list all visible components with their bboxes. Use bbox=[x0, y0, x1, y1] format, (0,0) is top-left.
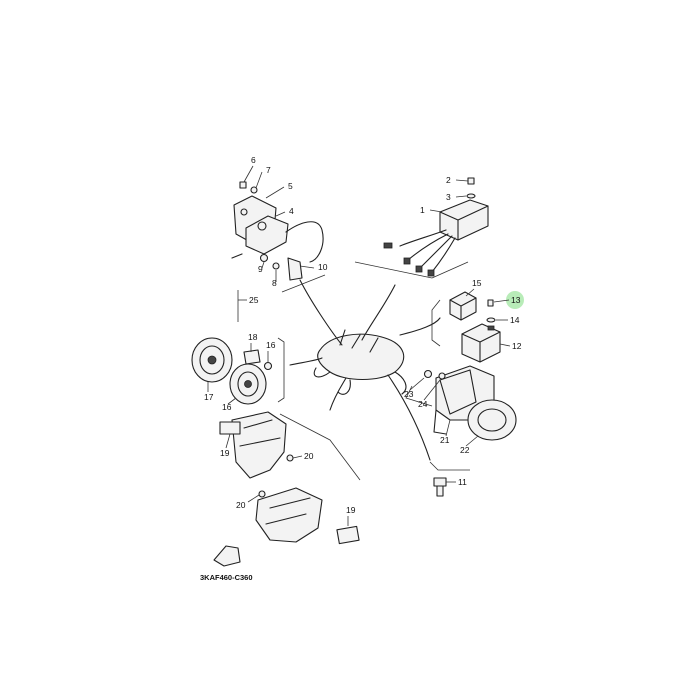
leader-line bbox=[465, 288, 475, 297]
cdi-unit bbox=[383, 177, 489, 277]
leader-line bbox=[265, 186, 285, 199]
relay-units bbox=[449, 291, 501, 363]
leader-line bbox=[429, 209, 443, 213]
leader-line bbox=[292, 455, 303, 459]
part-callout-8: 8 bbox=[272, 278, 277, 288]
part-callout-3: 3 bbox=[446, 192, 451, 202]
part-callout-1: 1 bbox=[420, 205, 425, 215]
part-callout-19: 19 bbox=[346, 505, 356, 515]
part-callout-14: 14 bbox=[510, 315, 520, 325]
bolt-part bbox=[433, 477, 447, 497]
part-callout-20: 20 bbox=[304, 451, 314, 461]
part-callout-24: 24 bbox=[418, 399, 428, 409]
group-bracket bbox=[431, 299, 441, 347]
leader-line bbox=[493, 299, 510, 303]
group-bracket bbox=[429, 461, 470, 471]
part-callout-20: 20 bbox=[236, 500, 246, 510]
part-callout-16: 16 bbox=[266, 340, 276, 350]
part-callout-16: 16 bbox=[222, 402, 232, 412]
diagram-code: 3KAF460-C360 bbox=[200, 573, 253, 582]
leader-line bbox=[227, 397, 237, 405]
part-callout-4: 4 bbox=[289, 206, 294, 216]
part-callout-9: 9 bbox=[258, 264, 263, 274]
bracket-plate bbox=[213, 411, 360, 567]
group-bracket bbox=[281, 274, 326, 293]
leader-line bbox=[247, 494, 260, 503]
leader-line bbox=[409, 377, 425, 391]
callout-highlight bbox=[506, 291, 524, 309]
wire-harness bbox=[289, 279, 441, 461]
leader-line bbox=[455, 195, 467, 198]
leader-line bbox=[499, 343, 511, 347]
part-callout-25: 25 bbox=[249, 295, 259, 305]
part-callout-17: 17 bbox=[204, 392, 214, 402]
leader-line bbox=[261, 261, 265, 269]
leader-line bbox=[423, 379, 441, 401]
part-callout-13: 13 bbox=[511, 295, 521, 305]
leader-line bbox=[465, 435, 479, 447]
part-callout-19: 19 bbox=[220, 448, 230, 458]
leader-line bbox=[445, 419, 451, 437]
leader-line bbox=[225, 433, 231, 449]
group-bracket bbox=[279, 413, 361, 481]
ignition-coil bbox=[231, 181, 324, 281]
part-callout-18: 18 bbox=[248, 332, 258, 342]
leader-line bbox=[243, 165, 254, 183]
part-callout-6: 6 bbox=[251, 155, 256, 165]
part-callout-5: 5 bbox=[288, 181, 293, 191]
leader-line bbox=[275, 211, 286, 217]
group-bracket bbox=[237, 290, 285, 403]
leader-line bbox=[455, 179, 469, 182]
part-callout-7: 7 bbox=[266, 165, 271, 175]
part-callout-15: 15 bbox=[472, 278, 482, 288]
part-callout-11: 11 bbox=[458, 477, 467, 487]
part-callout-23: 23 bbox=[404, 389, 414, 399]
part-callout-2: 2 bbox=[446, 175, 451, 185]
leader-line bbox=[255, 171, 263, 189]
part-callout-21: 21 bbox=[440, 435, 450, 445]
horn-assembly bbox=[191, 337, 273, 405]
part-callout-22: 22 bbox=[460, 445, 470, 455]
part-callout-12: 12 bbox=[512, 341, 522, 351]
part-callout-10: 10 bbox=[318, 262, 328, 272]
group-bracket bbox=[354, 261, 469, 279]
leader-line bbox=[299, 265, 315, 269]
starter-relay bbox=[423, 365, 517, 441]
callout-layer: 6754981023115131412251816171623242122111… bbox=[204, 155, 522, 526]
